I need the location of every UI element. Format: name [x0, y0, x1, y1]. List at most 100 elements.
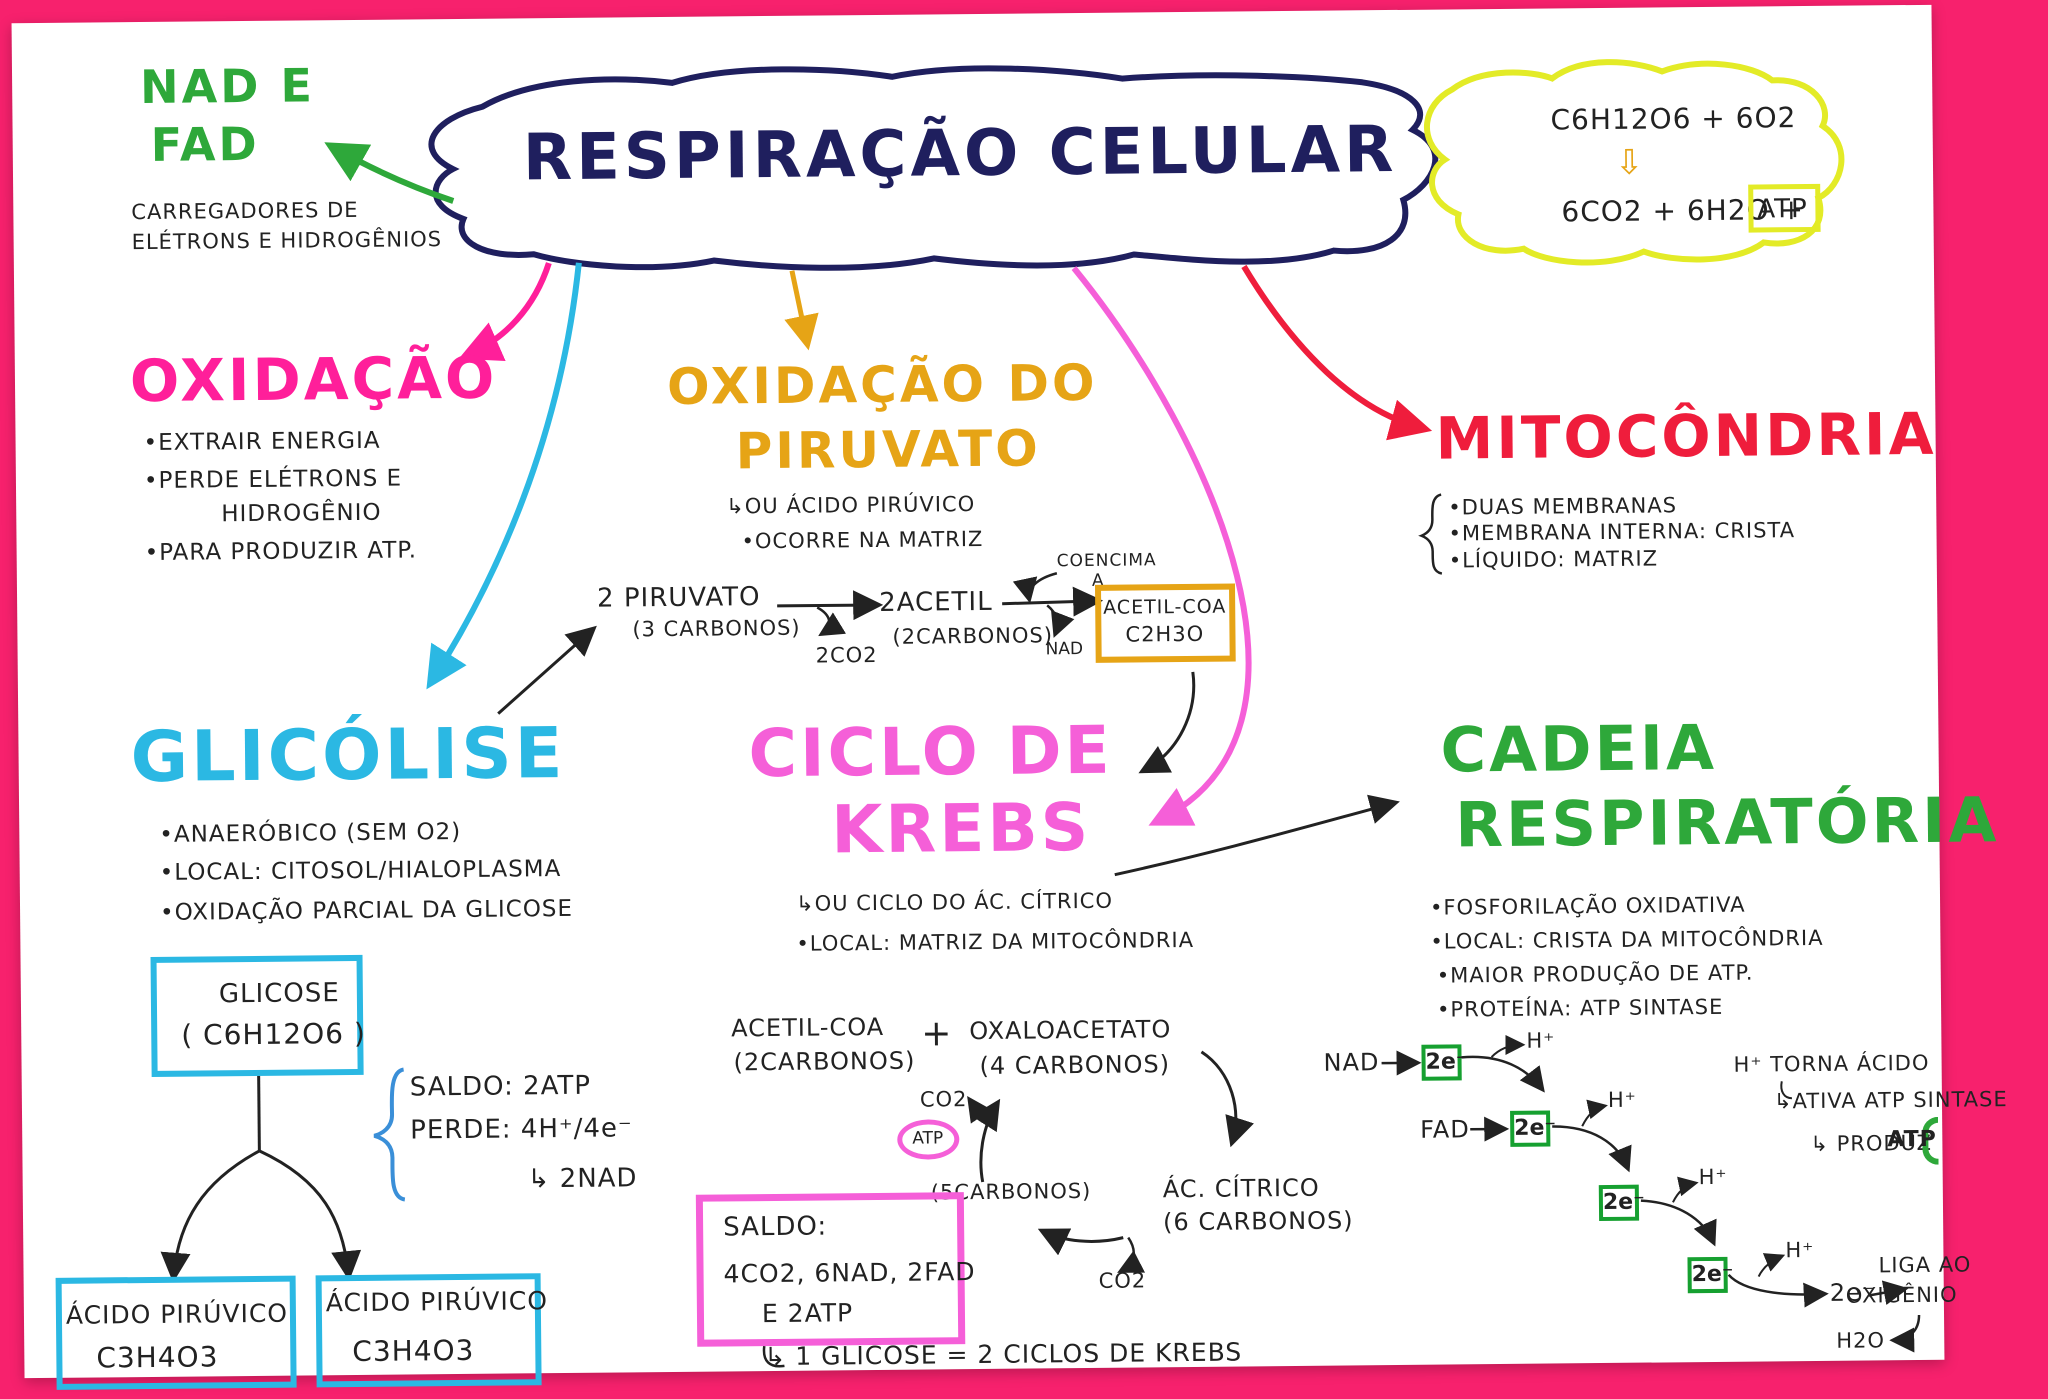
arrow-acetil-to-acetilcoa: [1002, 586, 1104, 617]
piruvato-note-2: •OCORRE NA MATRIZ: [741, 526, 984, 554]
oxidacao-item-1: •EXTRAIR ENERGIA: [143, 427, 381, 456]
acetylcoa-formula: C2H3O: [1125, 621, 1205, 647]
krebs-plus: +: [921, 1013, 952, 1055]
krebs-note-1: ↳OU CICLO DO ÁC. CÍTRICO: [795, 888, 1114, 916]
saldo-brace: [373, 1067, 406, 1202]
paper-sheet: RESPIRAÇÃO CELULAR NAD E FAD CARREGADORE…: [11, 4, 2008, 1390]
h-release-4: [1757, 1253, 1786, 1277]
equation-reactants: C6H12O6 + 6O2: [1550, 101, 1797, 137]
nad-fad-heading-line1: NAD E: [139, 58, 316, 115]
oxidacao-item-4: •PARA PRODUZIR ATP.: [144, 537, 418, 566]
arrow-to-oxidacao: [458, 262, 552, 361]
glicolise-item-1: •ANAERÓBICO (SEM O2): [159, 818, 462, 848]
krebs-acetylcoa: ACETIL-COA: [731, 1012, 885, 1043]
arrow-to-glicolise: [426, 262, 582, 690]
arrow-to-nad-fad: [324, 142, 455, 204]
cycle-arrow-oxalo-to-citric: [1200, 1050, 1254, 1148]
chain-step-1: [1461, 1055, 1545, 1093]
water-label: H2O: [1836, 1328, 1886, 1353]
liga-label-line1: LIGA AO: [1878, 1252, 1972, 1278]
arrow-piruvato-to-acetil: [777, 590, 884, 621]
arrow-coenzyme-in: [1012, 572, 1058, 604]
krebs-saldo-values: 4CO2, 6NAD, 2FAD: [723, 1257, 976, 1289]
h-release-1: [1490, 1034, 1526, 1058]
krebs-title-line1: CICLO DE: [748, 711, 1114, 793]
acetylcoa-label: ACETIL-COA: [1103, 595, 1227, 619]
krebs-note-2: •LOCAL: MATRIZ DA MITOCÔNDRIA: [796, 927, 1195, 956]
arrow-to-piruvato: [784, 270, 819, 351]
oxidacao-item-2: •PERDE ELÉTRONS E: [143, 465, 403, 494]
electron-box-3: 2e⁻: [1598, 1184, 1645, 1222]
cadeia-item-2: •LOCAL: CRISTA DA MITOCÔNDRIA: [1430, 925, 1824, 954]
ativa-atp-sintase-label: ↳ATIVA ATP SINTASE: [1773, 1087, 2008, 1114]
mitocondria-item-2: •MEMBRANA INTERNA: CRISTA: [1448, 518, 1796, 546]
arrow-to-mitocondria: [1241, 264, 1433, 441]
pyruvate-co2: 2CO2: [815, 642, 878, 668]
proton-label-3: H⁺: [1698, 1164, 1728, 1190]
cadeia-item-1: •FOSFORILAÇÃO OXIDATIVA: [1429, 892, 1746, 920]
cadeia-item-4: •PROTEÍNA: ATP SINTASE: [1436, 994, 1724, 1022]
krebs-citric-acid: ÁC. CÍTRICO: [1162, 1173, 1320, 1204]
mitocondria-item-3: •LÍQUIDO: MATRIZ: [1448, 546, 1659, 573]
nad-release-label: NAD: [1045, 638, 1084, 660]
krebs-saldo-atp: E 2ATP: [761, 1298, 854, 1329]
piruvato-title-line1: OXIDAÇÃO DO: [666, 353, 1098, 416]
krebs-oxaloacetate-carbons: (4 CARBONOS): [979, 1050, 1171, 1081]
krebs-co2-a: CO2: [919, 1087, 968, 1112]
acid-left-formula: C3H4O3: [96, 1340, 219, 1375]
arrow-to-acid-left: [160, 1149, 261, 1283]
equation-atp: ATP: [1757, 194, 1808, 225]
nad-fad-description-line2: ELÉTRONS E HIDROGÊNIOS: [131, 227, 443, 255]
krebs-citric-carbons: (6 CARBONOS): [1162, 1206, 1354, 1237]
piruvato-note-1: ↳OU ÁCIDO PIRÚVICO: [726, 492, 976, 519]
proton-label-4: H⁺: [1785, 1237, 1815, 1263]
mitocondria-item-1: •DUAS MEMBRANAS: [1448, 493, 1678, 520]
cadeia-title-line1: CADEIA: [1440, 710, 1718, 787]
glucose-label: GLICOSE: [218, 978, 340, 1010]
proton-label-2: H⁺: [1607, 1087, 1637, 1112]
chain-fad-label: FAD: [1420, 1115, 1470, 1144]
electron-box-2: 2e⁻: [1510, 1110, 1556, 1147]
oxidacao-title: OXIDAÇÃO: [129, 343, 498, 416]
glicolise-item-3: •OXIDAÇÃO PARCIAL DA GLICOSE: [159, 895, 574, 926]
glicolise-nad: ↳ 2NAD: [527, 1163, 638, 1195]
liga-label-line2: OXIGÊNIO: [1845, 1282, 1958, 1308]
proton-label-1: H⁺: [1526, 1028, 1556, 1053]
mitocondria-title: MITOCÔNDRIA: [1435, 399, 1937, 473]
glucose-box: [150, 954, 364, 1077]
electron-box-1: 2e⁻: [1421, 1044, 1468, 1081]
krebs-acetylcoa-carbons: (2CARBONOS): [733, 1046, 916, 1077]
chain-atp: ATP: [1887, 1126, 1937, 1153]
oxidacao-item-3: HIDROGÊNIO: [221, 499, 382, 528]
krebs-co2-b: CO2: [1098, 1268, 1147, 1293]
krebs-title-line2: KREBS: [830, 788, 1092, 869]
acetyl-carbons: (2CARBONOS): [892, 623, 1054, 649]
cycle-arrow-five-to-oxalo: [971, 1098, 1001, 1183]
arrow-co2-release: [816, 606, 847, 637]
h-release-3: [1672, 1176, 1699, 1203]
electron-box-4: 2e⁻: [1687, 1256, 1734, 1294]
arrow-to-h2o: [1889, 1314, 1921, 1353]
glicolise-item-2: •LOCAL: CITOSOL/HIALOPLASMA: [159, 856, 562, 886]
nad-fad-heading-line2: FAD: [150, 116, 260, 172]
page-title: RESPIRAÇÃO CELULAR: [522, 112, 1398, 196]
chain-step-4: [1727, 1273, 1829, 1308]
pyruvate-label: 2 PIRUVATO: [596, 582, 761, 614]
arrow-krebs-to-cadeia: [1114, 794, 1400, 877]
krebs-footer: ↳ 1 GLICOSE = 2 CICLOS DE KREBS: [764, 1337, 1243, 1372]
krebs-saldo-label: SALDO:: [722, 1211, 828, 1243]
cycle-co2-b-release: [1117, 1236, 1146, 1273]
arrow-to-acid-right: [258, 1149, 362, 1282]
nad-fad-description-line1: CARREGADORES DE: [131, 197, 359, 225]
h-release-2: [1581, 1099, 1608, 1127]
krebs-atp: ATP: [912, 1128, 944, 1149]
glucose-formula: ( C6H12O6 ): [181, 1016, 366, 1052]
glicolise-saldo: SALDO: 2ATP: [409, 1070, 592, 1103]
acid-left-label: ÁCIDO PIRÚVICO: [65, 1298, 289, 1330]
cadeia-title-line2: RESPIRATÓRIA: [1454, 783, 2000, 862]
torna-acido-label: H⁺ TORNA ÁCIDO: [1733, 1050, 1930, 1077]
chain-nad-label: NAD: [1323, 1048, 1380, 1077]
acid-right-label: ÁCIDO PIRÚVICO: [325, 1286, 549, 1318]
cadeia-item-3: •MAIOR PRODUÇÃO DE ATP.: [1436, 960, 1754, 988]
